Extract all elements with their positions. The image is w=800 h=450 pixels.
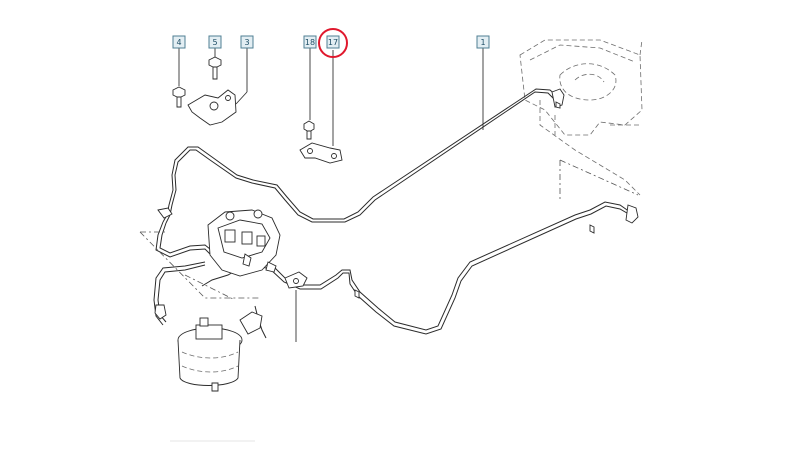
- callout-4-label: 4: [176, 38, 181, 47]
- callout-3-label: 3: [244, 38, 249, 47]
- highlight-ring: [318, 28, 348, 58]
- callout-5[interactable]: 5: [208, 35, 222, 49]
- part-4-bolt: [172, 48, 186, 108]
- part-18-bolt: [303, 48, 315, 140]
- callout-4[interactable]: 4: [172, 35, 186, 49]
- pipe-clamp: [284, 271, 308, 289]
- injection-pump: [207, 209, 281, 277]
- part-5-screw: [208, 48, 222, 80]
- reference-lines: [139, 159, 639, 301]
- callout-17[interactable]: 17: [326, 35, 340, 49]
- callout-1[interactable]: 1: [476, 35, 490, 49]
- callout-3[interactable]: 3: [240, 35, 254, 49]
- callout-17-label: 17: [328, 38, 338, 47]
- callout-5-label: 5: [212, 38, 217, 47]
- callout-18[interactable]: 18: [303, 35, 317, 49]
- part-17-clip: [299, 50, 343, 164]
- callout-18-label: 18: [305, 38, 315, 47]
- fuel-pipe-lower: [239, 201, 639, 335]
- engine-ghost-outline: [519, 39, 643, 196]
- fuel-filter: [177, 311, 263, 392]
- callout-1-label: 1: [480, 38, 485, 47]
- part-3-bracket: [187, 48, 248, 126]
- fuel-pipe-upper: [162, 88, 565, 224]
